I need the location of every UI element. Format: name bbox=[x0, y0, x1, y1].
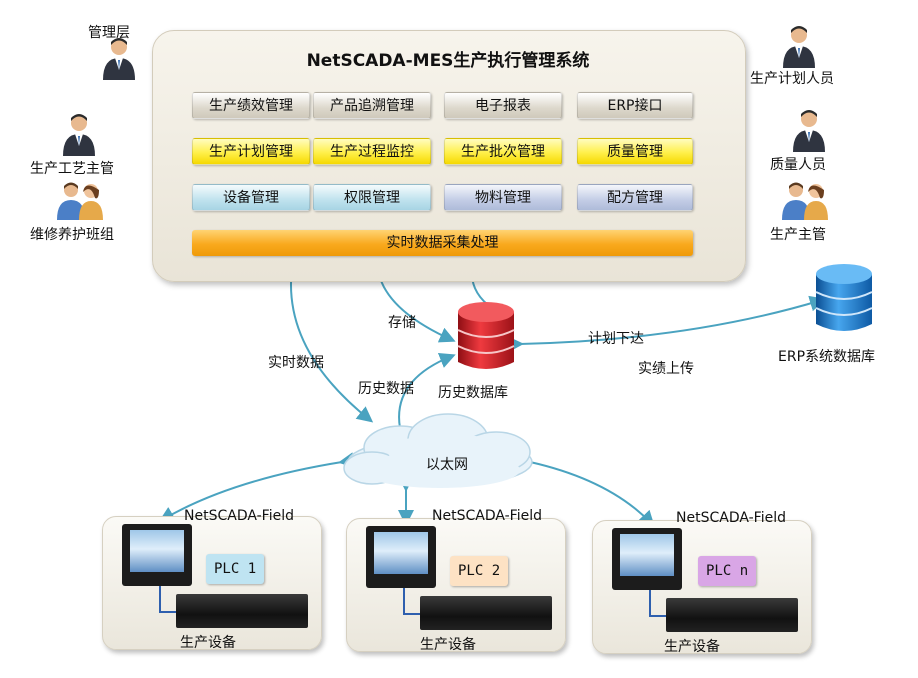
process-lead-person-icon bbox=[63, 114, 95, 156]
history-database-icon bbox=[457, 302, 515, 369]
module-traceability[interactable]: 产品追溯管理 bbox=[313, 92, 431, 119]
role-quality-label: 质量人员 bbox=[770, 157, 826, 173]
module-material[interactable]: 物料管理 bbox=[444, 184, 562, 211]
station-2-plc-tag[interactable]: PLC 2 bbox=[450, 556, 509, 586]
station-1-plc-rack bbox=[176, 594, 308, 628]
station-1-cable bbox=[159, 586, 176, 613]
ethernet-label: 以太网 bbox=[426, 457, 468, 473]
realtime-data-arrow bbox=[285, 255, 374, 423]
module-erp-interface[interactable]: ERP接口 bbox=[577, 92, 693, 119]
store-flow-label: 存储 bbox=[388, 315, 416, 331]
module-batch[interactable]: 生产批次管理 bbox=[444, 138, 562, 165]
module-realtime-acquisition[interactable]: 实时数据采集处理 bbox=[192, 230, 693, 256]
role-planner-label: 生产计划人员 bbox=[750, 71, 834, 87]
quality-person-icon bbox=[793, 110, 825, 152]
mes-system-title: NetSCADA-MES生产执行管理系统 bbox=[306, 51, 590, 71]
actual-up-flow-label: 实绩上传 bbox=[638, 361, 694, 377]
module-permissions[interactable]: 权限管理 bbox=[313, 184, 431, 211]
station-n-plc-rack bbox=[666, 598, 798, 632]
module-process-monitor[interactable]: 生产过程监控 bbox=[313, 138, 431, 165]
manager-person-icon bbox=[103, 38, 135, 80]
station-2-field-label: NetSCADA-Field bbox=[432, 508, 542, 524]
station-n-cable bbox=[649, 590, 666, 617]
net-to-station1-arrow bbox=[158, 452, 356, 523]
module-quality[interactable]: 质量管理 bbox=[577, 138, 693, 165]
station-1-field-label: NetSCADA-Field bbox=[184, 508, 294, 524]
maintenance-team-icon bbox=[57, 182, 103, 220]
station-n-plc-tag[interactable]: PLC n bbox=[698, 556, 757, 586]
erp-link-arrow bbox=[507, 295, 826, 353]
station-2-plc-rack bbox=[420, 596, 552, 630]
station-2-cable bbox=[403, 588, 420, 615]
net-to-station3-arrow bbox=[516, 451, 655, 527]
module-e-report[interactable]: 电子报表 bbox=[444, 92, 562, 119]
station-1-hmi-panel bbox=[122, 524, 192, 586]
realtime-data-flow-label: 实时数据 bbox=[268, 355, 324, 371]
role-production-lead-label: 生产主管 bbox=[770, 227, 826, 243]
station-2-equipment-label: 生产设备 bbox=[420, 637, 476, 653]
production-lead-team-icon bbox=[782, 182, 828, 220]
history-data-arrow bbox=[394, 353, 456, 442]
station-1-plc-tag[interactable]: PLC 1 bbox=[206, 554, 265, 584]
role-maintenance-label: 维修养护班组 bbox=[30, 227, 114, 243]
station-1-equipment-label: 生产设备 bbox=[180, 635, 236, 651]
station-2-hmi-panel bbox=[366, 526, 436, 588]
module-equipment[interactable]: 设备管理 bbox=[192, 184, 310, 211]
role-manager-label: 管理层 bbox=[88, 25, 130, 41]
history-data-flow-label: 历史数据 bbox=[358, 381, 414, 397]
ethernet-cloud bbox=[343, 413, 533, 488]
station-n-hmi-panel bbox=[612, 528, 682, 590]
history-database-label: 历史数据库 bbox=[438, 385, 508, 401]
module-performance[interactable]: 生产绩效管理 bbox=[192, 92, 310, 119]
planner-person-icon bbox=[783, 26, 815, 68]
station-n-field-label: NetSCADA-Field bbox=[676, 510, 786, 526]
role-process-lead-label: 生产工艺主管 bbox=[30, 161, 114, 177]
module-recipe[interactable]: 配方管理 bbox=[577, 184, 693, 211]
erp-database-icon bbox=[815, 264, 873, 331]
plan-down-flow-label: 计划下达 bbox=[588, 331, 644, 347]
module-production-plan[interactable]: 生产计划管理 bbox=[192, 138, 310, 165]
erp-database-label: ERP系统数据库 bbox=[778, 349, 876, 365]
station-n-equipment-label: 生产设备 bbox=[664, 639, 720, 655]
